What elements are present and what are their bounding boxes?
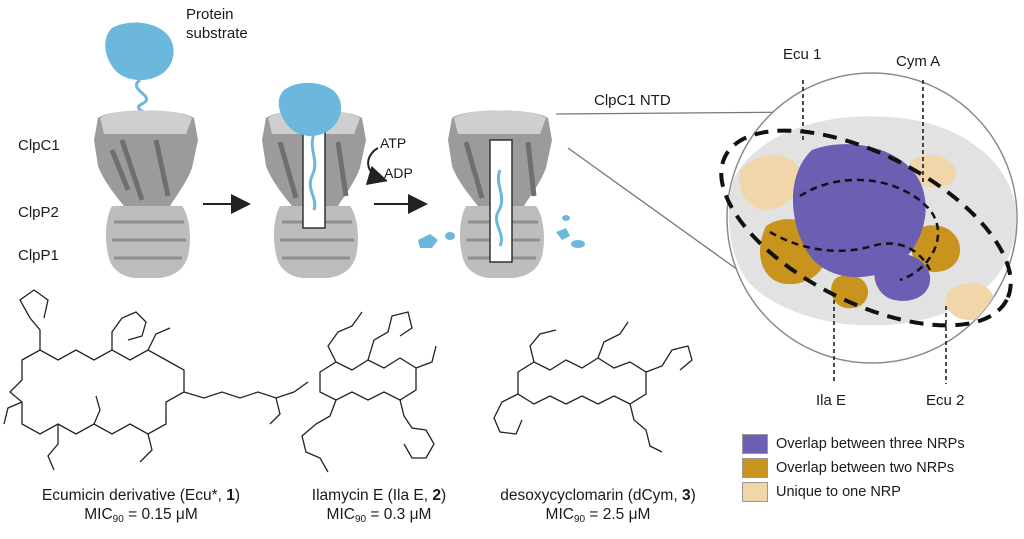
compound-number-1: 1 — [226, 487, 235, 504]
legend-item-three-overlap: Overlap between three NRPs — [742, 432, 965, 455]
ila-e-label: Ila E — [816, 392, 846, 410]
clpc1-label: ClpC1 — [18, 137, 60, 155]
legend-swatch — [742, 434, 768, 454]
ntd-zoom-circle — [692, 73, 1024, 366]
mic-sub-3: 90 — [574, 514, 585, 525]
compound-number-3: 3 — [682, 487, 691, 504]
mic-sub-2: 90 — [355, 514, 366, 525]
structure-ilamycin — [302, 312, 436, 472]
legend-swatch — [742, 458, 768, 478]
legend-item-unique: Unique to one NRP — [742, 480, 965, 503]
clp-complex-1 — [94, 23, 198, 278]
atp-adp-arrow — [368, 148, 384, 180]
compound-number-2: 2 — [432, 487, 441, 504]
unique-region — [946, 283, 994, 320]
clpp1-label: ClpP1 — [18, 247, 59, 265]
mic-sub-1: 90 — [113, 514, 124, 525]
mic-value-3: = 2.5 μM — [585, 506, 650, 523]
legend-label: Overlap between two NRPs — [776, 460, 954, 476]
mic-prefix-1: MIC — [84, 506, 112, 523]
compound-caption-3: desoxycyclomarin (dCym, 3) MIC90 = 2.5 μ… — [478, 486, 718, 529]
legend-swatch — [742, 482, 768, 502]
mic-value-2: = 0.3 μM — [366, 506, 431, 523]
protein-substrate-label-line2: substrate — [186, 25, 248, 43]
compound-close-1: ) — [235, 487, 240, 504]
structure-desoxycyclomarin — [494, 322, 692, 452]
clp-complex-2 — [262, 83, 366, 278]
adp-label: ADP — [384, 164, 413, 182]
cym-a-label: Cym A — [896, 53, 940, 71]
compound-name-2: Ilamycin E (Ila E, — [312, 487, 433, 504]
compound-caption-2: Ilamycin E (Ila E, 2) MIC90 = 0.3 μM — [284, 486, 474, 529]
compound-close-3: ) — [691, 487, 696, 504]
legend-label: Unique to one NRP — [776, 484, 901, 500]
clpc1-ntd-label: ClpC1 NTD — [594, 92, 671, 110]
peptide-fragment — [571, 240, 585, 248]
mic-value-1: = 0.15 μM — [124, 506, 198, 523]
zoom-line-top — [556, 112, 806, 114]
protein-substrate-blob — [105, 23, 173, 81]
clpp2-label: ClpP2 — [18, 204, 59, 222]
compound-close-2: ) — [441, 487, 446, 504]
legend: Overlap between three NRPs Overlap betwe… — [742, 432, 965, 504]
peptide-fragment — [556, 228, 570, 240]
zoom-line-bottom — [568, 148, 738, 270]
ecu2-label: Ecu 2 — [926, 392, 964, 410]
atp-label: ATP — [380, 134, 406, 152]
clpp-barrel — [106, 206, 190, 278]
mic-prefix-3: MIC — [546, 506, 574, 523]
peptide-fragment — [445, 232, 455, 240]
legend-item-two-overlap: Overlap between two NRPs — [742, 456, 965, 479]
protein-substrate-label-line1: Protein — [186, 6, 234, 24]
peptide-fragment — [418, 234, 438, 248]
compound-name-3: desoxycyclomarin (dCym, — [500, 487, 682, 504]
compound-name-1: Ecumicin derivative (Ecu*, — [42, 487, 226, 504]
compound-caption-1: Ecumicin derivative (Ecu*, 1) MIC90 = 0.… — [16, 486, 266, 529]
legend-label: Overlap between three NRPs — [776, 436, 965, 452]
structure-ecumicin — [4, 290, 308, 470]
clp-complex-3 — [418, 111, 585, 279]
mic-prefix-2: MIC — [327, 506, 355, 523]
ecu1-label: Ecu 1 — [783, 46, 821, 64]
peptide-fragment — [562, 215, 570, 221]
